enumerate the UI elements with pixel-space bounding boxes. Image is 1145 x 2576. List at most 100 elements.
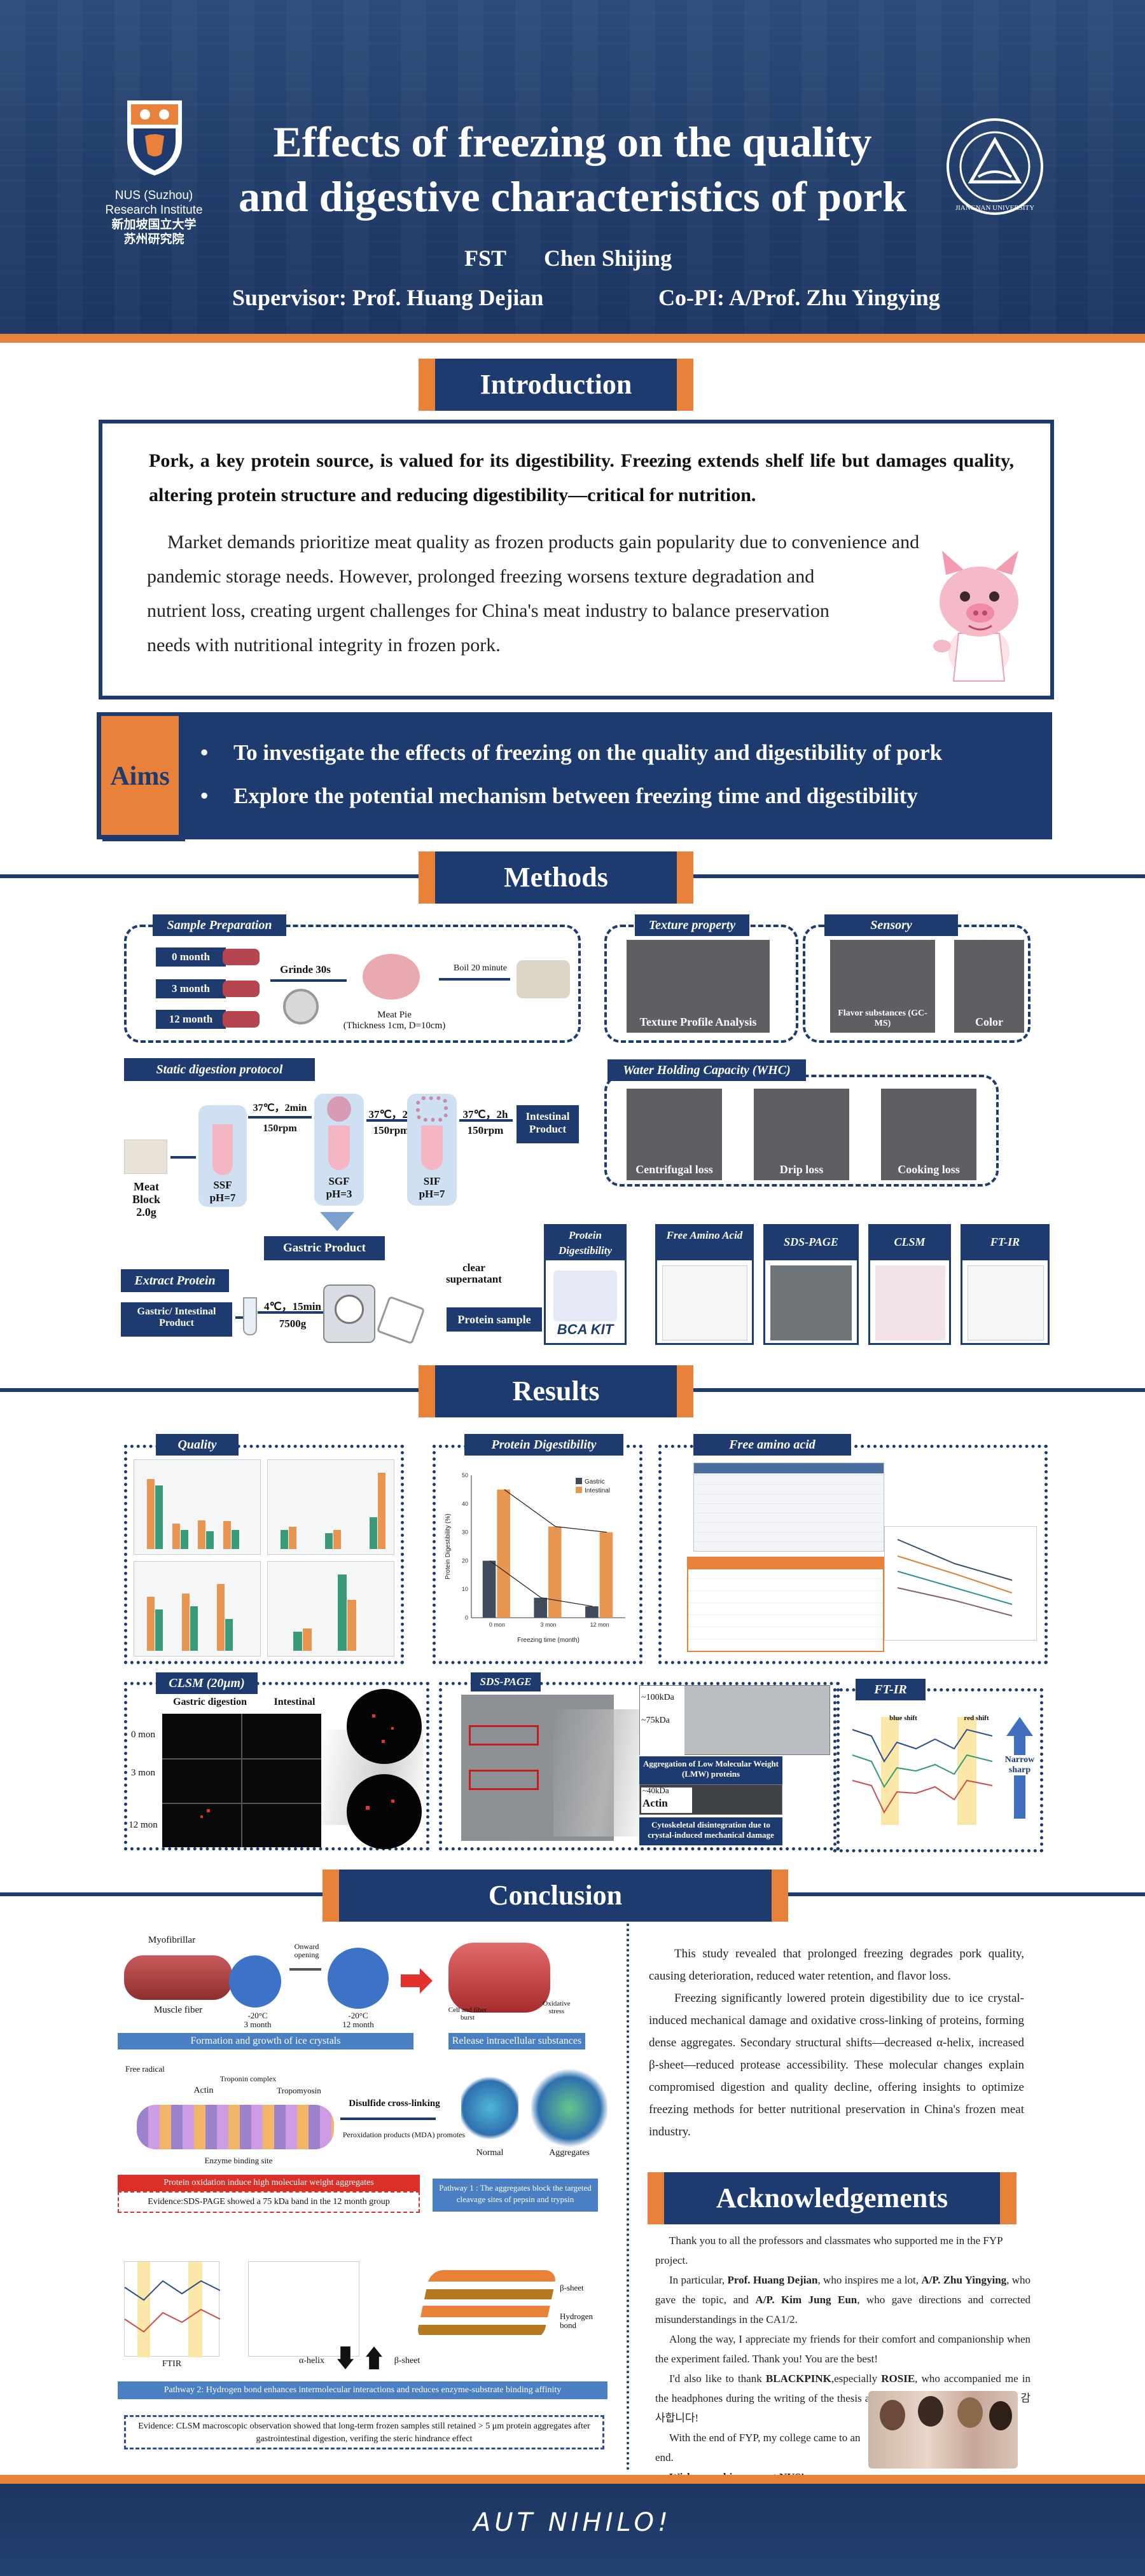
cooked-sample-icon [517,960,570,998]
whc-tag: Water Holding Capacity (WHC) [607,1059,806,1081]
sds-zoom-actin [639,1784,782,1815]
quality-panel [124,1445,404,1664]
header-banner [0,0,1145,334]
results-heading: Results [0,1365,1145,1417]
pig-mascot-icon [933,551,1018,682]
introduction-heading: Introduction [0,359,1145,411]
y-tick-label: 50 [462,1472,468,1478]
sensory-tag: Sensory [824,914,958,936]
fig1-caption-ice: Formation and growth of ice crystals [118,2033,413,2049]
ice-crystal-icon [229,1955,281,2008]
boil-label: Boil 20 minute [454,963,507,973]
month-12-label: 12 month [156,1010,226,1029]
ftir-tag: FT-IR [856,1679,926,1700]
ack-paragraph-3: Along the way, I appreciate my friends f… [655,2333,1030,2365]
intro-bold-text: Pork, a key protein source, is valued fo… [149,450,1014,506]
conclusion-paragraph-2: Freezing significantly lowered protein d… [649,1992,1024,2139]
arrow-icon [439,978,510,981]
centrifugal-loss-image: Centrifugal loss [627,1089,722,1180]
conclusion-fig-oxidation: Free radical Actin Troponin complex Trop… [118,2060,614,2251]
fig2-caption-red: Protein oxidation induce high molecular … [118,2175,420,2191]
step2-cond: 37℃，2h [368,1108,414,1120]
normal-protein-image [461,2073,518,2143]
cooking-loss-image: Cooking loss [881,1089,976,1180]
aim-item: •Explore the potential mechanism between… [200,783,918,808]
beta-sheet-label: β-sheet [394,2356,420,2366]
marker-40kda: ~40kDa [642,1786,669,1795]
aim-item: •To investigate the effects of freezing … [200,740,943,765]
assay-sds-page: SDS-PAGE [763,1224,859,1345]
clsm-zoom-circle [347,1689,422,1764]
y-tick-label: 0 [465,1615,468,1621]
bar-intestinal-1 [548,1526,562,1618]
myofibrillar-label: Myofibrillar [148,1935,196,1945]
extract-protein-tag: Extract Protein [121,1269,229,1292]
actin-label: Actin [642,1797,668,1809]
aims-panel [97,712,1052,839]
beta-sheet-image [415,2270,558,2340]
assay-protein-digestibility: Protein Digestibility BCA KIT [544,1224,627,1345]
meat-icon [223,1011,260,1028]
legend-label: Gastric [585,1478,605,1485]
sds-tag: SDS-PAGE [471,1672,541,1691]
x-axis-label: Freezing time (month) [517,1637,579,1644]
clsm-row-0: 0 mon [131,1730,155,1740]
arrow-icon [270,979,347,982]
colorimeter-image: Color [954,940,1024,1033]
ftir-label: FTIR [162,2359,182,2369]
extract-speed: 7500g [279,1318,307,1330]
footer-motto: AUT NIHILO! [473,2508,672,2537]
ftir-panel [833,1688,1043,1852]
y-tick-label: 30 [462,1529,468,1536]
tropomyosin-label: Tropomyosin [277,2086,321,2095]
legend-swatch [576,1478,582,1484]
faa-panel [658,1445,1048,1664]
footer-banner: AUT NIHILO! [0,2484,1145,2576]
header-divider [0,334,1145,343]
nus-logo [120,95,190,178]
sample-prep-panel [124,925,581,1043]
fig3-pathway2: Pathway 2: Hydrogen bond enhances interm… [118,2381,607,2399]
grind-label: Grinde 30s [280,963,331,975]
fig3-evidence: Evidence: CLSM macroscopic observation s… [124,2415,604,2449]
gastric-product: Gastric Product [264,1236,385,1260]
centrifuge-icon [323,1285,375,1343]
aims-label: Aims [110,762,170,791]
legend-swatch [576,1487,582,1493]
up-arrow-icon [366,2346,382,2369]
tube-icon [243,1297,257,1335]
step3-speed: 150rpm [467,1124,504,1136]
aims-list: •To investigate the effects of freezing … [200,731,1027,818]
muscle-fiber-label: Muscle fiber [153,2005,203,2015]
y-tick-label: 10 [462,1586,468,1592]
fig1-caption-release: Release intracellular substances [448,2033,585,2049]
grinder-icon [283,989,319,1024]
clsm-row-12: 12 mon [128,1820,158,1830]
acknowledgement-text: Thank you to all the professors and clas… [655,2231,1030,2487]
month-3-label: 3 month [156,979,226,998]
assay-clsm: CLSM [868,1224,951,1345]
jiangnan-logo: JIANGNAN UNIVERSITY [945,117,1044,216]
static-digestion-tag: Static digestion protocol [124,1058,315,1081]
protein-sample: Protein sample [447,1307,542,1332]
intro-body-text: Market demands prioritize meat quality a… [147,532,920,656]
bar-gastric-2 [585,1606,599,1618]
texture-tag: Texture property [635,914,749,936]
dept-label: FST [464,245,507,271]
alpha-helix-label: α-helix [299,2356,324,2366]
clsm-row-3: 3 mon [131,1768,155,1778]
aims-label-box: Aims [99,713,181,837]
clsm-tag: CLSM (20μm) [156,1672,258,1694]
step1-speed: 150rpm [263,1123,297,1134]
